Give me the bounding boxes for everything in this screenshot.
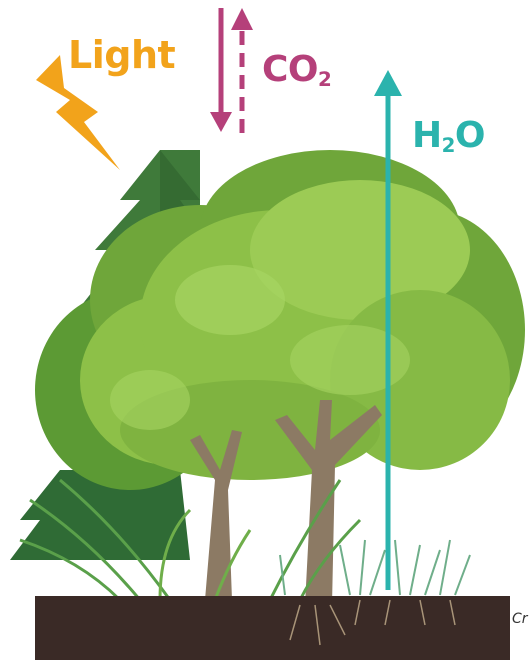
h2o-label: H2O <box>412 118 485 156</box>
co2-label: CO2 <box>262 52 331 90</box>
co2-main-text: CO <box>262 49 318 90</box>
h2o-o-text: O <box>455 115 485 156</box>
light-text: Light <box>68 33 175 77</box>
co2-arrows <box>210 8 253 133</box>
co2-subscript: 2 <box>318 68 331 91</box>
credit-text: Cr <box>512 611 528 627</box>
soil <box>35 596 510 660</box>
h2o-subscript: 2 <box>442 134 455 157</box>
light-label: Light <box>68 36 175 74</box>
h2o-h-text: H <box>412 115 442 156</box>
